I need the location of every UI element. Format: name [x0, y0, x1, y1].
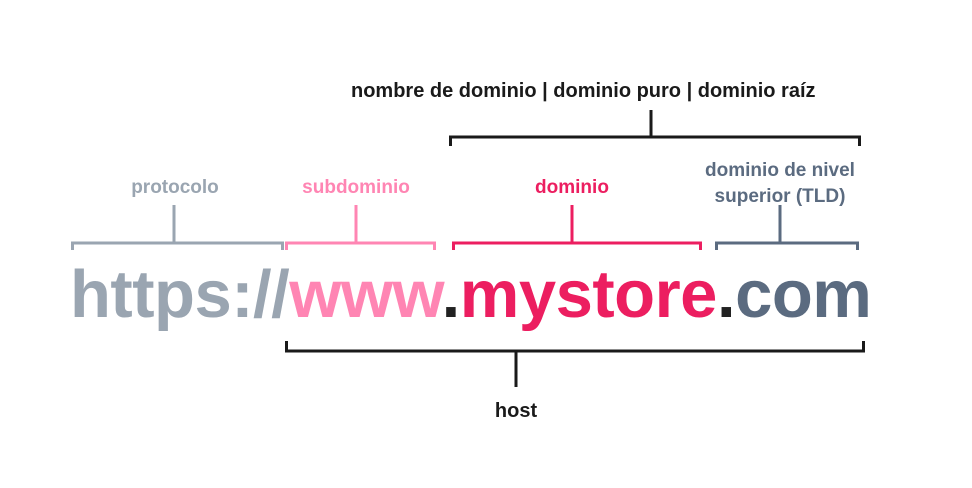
label-tld: dominio de nivel superior (TLD): [670, 158, 890, 210]
label-subdominio: subdominio: [302, 177, 410, 198]
bracket-subdominio: [285, 205, 436, 250]
label-protocolo: protocolo: [131, 177, 219, 198]
label-tld-line2: superior (TLD): [714, 186, 846, 207]
url-dot-1: .: [441, 257, 461, 332]
url-protocol: https://: [70, 257, 290, 332]
bracket-protocolo: [71, 205, 284, 250]
bracket-host: [285, 341, 865, 387]
url-dot-2: .: [716, 257, 736, 332]
label-dominio: dominio: [535, 177, 609, 198]
bracket-domain-name: [449, 110, 861, 146]
host-bracket-label: host: [494, 400, 538, 422]
top-bracket-label: nombre de dominio | dominio puro | domin…: [351, 80, 816, 102]
url-domain: mystore: [459, 257, 718, 332]
bracket-tld: [715, 205, 859, 250]
url-text: https://www.mystore.com: [70, 257, 872, 332]
label-tld-line1: dominio de nivel: [705, 160, 855, 181]
url-tld: com: [735, 257, 872, 332]
url-subdomain: www: [289, 257, 442, 332]
bracket-dominio: [452, 205, 702, 250]
